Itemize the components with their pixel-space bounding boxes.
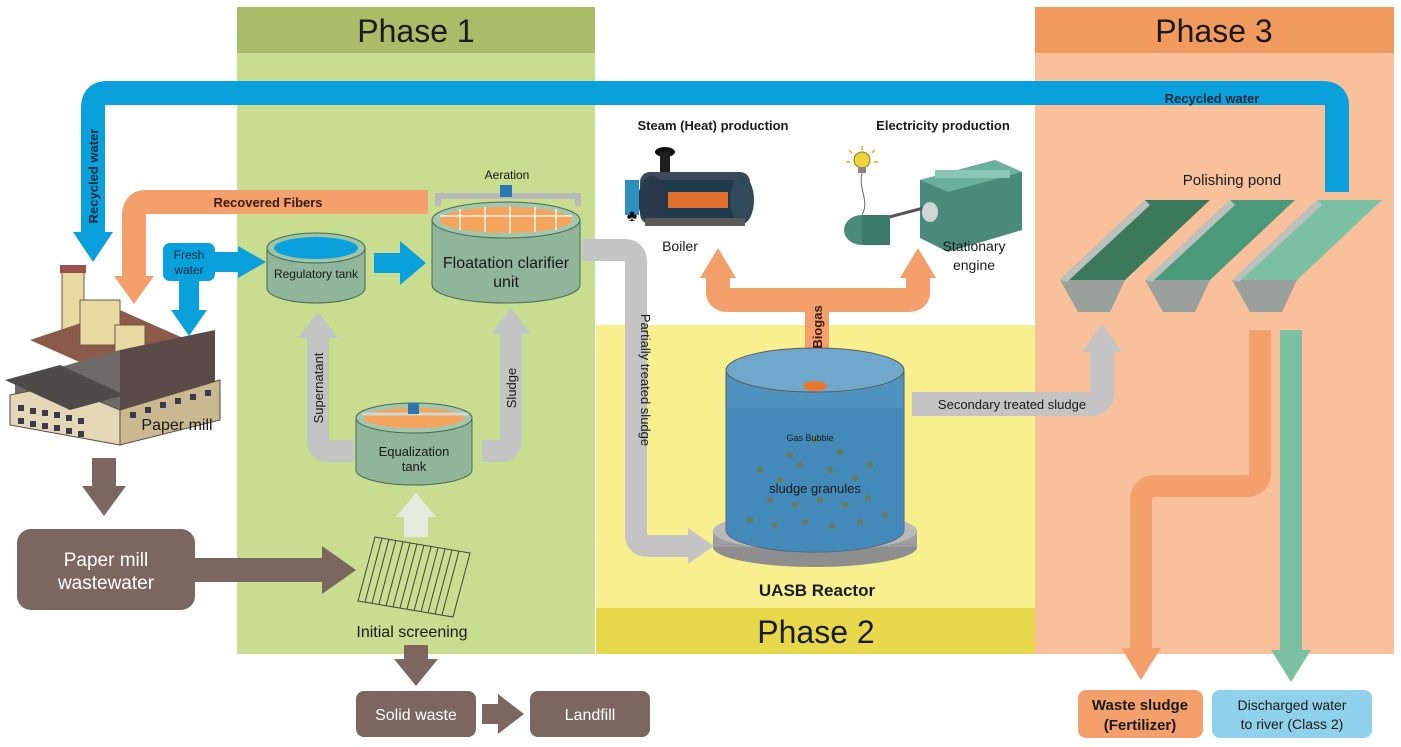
uasb-reactor [713,347,917,567]
fresh-water-box [163,243,215,281]
wastewater-box [17,529,195,610]
waste-sludge-pipe [1130,330,1271,650]
landfill-box [530,691,650,737]
floatation-clarifier [431,185,581,304]
screening-grid [357,536,471,618]
fresh-water-arrowhead-right [238,246,266,278]
mill-down-arrow-shaft [92,458,116,488]
landfill-arrow-head [498,694,524,734]
biogas-label-box [805,302,829,352]
solid-waste-arrow-head [394,659,438,686]
wastewater-label-2: wastewater [57,573,155,594]
floatation-label-2: unit [493,274,519,291]
electricity-production-label: Electricity production [876,118,1010,133]
discharge-arrowhead [1271,650,1311,682]
wastewater-label-1: Paper mill [64,550,148,571]
paper-mill-building [5,265,221,446]
recycled-water-pipe [81,81,1349,238]
lightbulb-icon [846,146,878,216]
solid-waste-arrow-shaft [404,645,428,661]
partially-treated-label: Partially treated sludge [638,314,653,446]
waste-sludge-arrowhead [1121,648,1161,680]
discharged-water-box [1212,690,1372,738]
phase1-header [237,7,595,53]
secondary-treated-pipe [912,350,1114,416]
club-icon: ♣ [627,208,638,225]
wastewater-arrow-shaft [194,558,324,582]
partially-treated-arrowhead [688,528,714,564]
polishing-pond-label: Polishing pond [1183,172,1281,189]
recovered-fibers-arrowhead [114,276,154,304]
recovered-fibers-pipe [122,190,428,280]
phase3-title: Phase 3 [1155,13,1272,49]
fresh-water-arrowhead-down [171,310,207,336]
landfill-arrow-shaft [482,704,500,724]
wastewater-arrow-head [322,546,356,594]
fresh-water-label-1: Fresh [174,248,205,262]
discharge-pipe [1280,330,1302,652]
paper-mill-label: Paper mill [141,417,212,434]
boiler-label: Boiler [662,238,698,254]
biogas-label: Biogas [810,305,825,348]
boiler-illustration [625,147,754,226]
sludge-pipe [482,330,522,462]
recycled-water-top-label: Recycled water [1165,91,1260,106]
sludge-arrowhead [491,308,531,334]
equalization-tank [355,402,473,486]
sludge-granules-label: sludge granules [769,481,861,496]
screening-up-arrow-head [396,493,436,517]
landfill-label: Landfill [565,707,616,724]
solid-waste-box [356,691,476,737]
phase2-title: Phase 2 [757,614,874,650]
phase1-area [237,52,595,654]
steam-production-label: Steam (Heat) production [638,118,789,133]
biogas-arrowhead-left [700,248,736,278]
waste-sludge-label-1: Waste sludge [1092,697,1188,714]
phase1-title: Phase 1 [357,13,474,49]
secondary-treated-label: Secondary treated sludge [938,397,1086,412]
regulatory-tank-label: Regulatory tank [274,267,359,281]
biogas-arrowhead-right [900,248,936,278]
stationary-engine-label-2: engine [953,257,995,273]
fresh-water-label-2: water [173,263,203,277]
waste-sludge-label-2: (Fertilizer) [1104,717,1177,734]
recovered-fibers-label: Recovered Fibers [213,195,322,210]
supernatant-label: Supernatant [311,352,326,423]
equalization-label-2: tank [402,459,427,474]
reg-to-float-arrow-head [400,241,426,285]
reg-to-float-arrow-shaft [374,253,402,273]
sludge-label: Sludge [504,368,519,408]
engine-illustration [844,160,1022,252]
initial-screening-label: Initial screening [356,624,467,641]
discharged-water-label-1: Discharged water [1238,697,1347,713]
polishing-ponds [1060,200,1382,312]
supernatant-pipe [307,334,354,462]
aeration-label: Aeration [485,168,530,182]
screening-up-arrow-shaft [404,515,428,537]
uasb-reactor-label: UASB Reactor [759,581,876,600]
recycled-water-left-label: Recycled water [86,129,101,224]
discharged-water-label-2: to river (Class 2) [1241,716,1344,732]
regulatory-tank [266,232,366,304]
solid-waste-label: Solid waste [375,707,457,724]
waste-sludge-box [1078,690,1203,738]
supernatant-arrowhead [298,312,338,338]
phase3-header [1035,7,1394,53]
partially-treated-pipe [582,239,690,557]
recycled-water-arrowhead [73,232,113,262]
floatation-label-1: Floatation clarifier [443,255,570,272]
phase2-header [596,608,1035,654]
stationary-engine-label-1: Stationary [942,238,1005,254]
equalization-label-1: Equalization [379,444,450,459]
gas-bubble-label: Gas Bubble [786,433,833,443]
mill-down-arrow-head [82,486,126,516]
secondary-treated-arrowhead [1082,324,1122,352]
